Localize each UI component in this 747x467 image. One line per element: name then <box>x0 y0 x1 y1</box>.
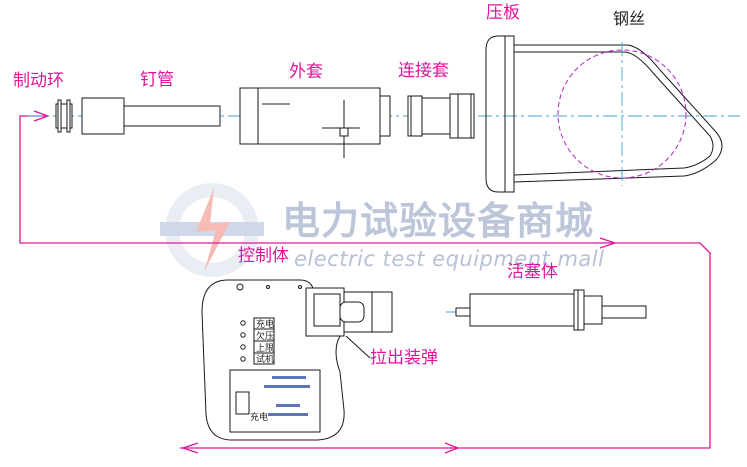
label-control-body: 控制体 <box>238 246 289 266</box>
steel-wire-part <box>557 42 687 186</box>
indicator-upper-limit: 上限 <box>256 343 274 354</box>
label-steel-wire: 钢丝 <box>613 9 646 28</box>
pull-load-pointer <box>345 335 371 359</box>
label-brake-ring: 制动环 <box>13 71 64 91</box>
outer-sleeve-part <box>239 87 391 158</box>
label-nail-tube: 钉管 <box>140 70 174 90</box>
control-panel-labels: 充电 欠压 上限 试机 充电 <box>250 318 274 423</box>
label-piston-body: 活塞体 <box>507 262 558 282</box>
connector-sleeve-part <box>407 93 475 139</box>
label-pressure-plate: 压板 <box>486 3 520 23</box>
assembly-flow-loop <box>19 110 711 454</box>
control-body-part <box>201 279 393 441</box>
brake-ring-part <box>55 99 73 133</box>
indicator-undervoltage: 欠压 <box>256 330 274 342</box>
watermark-title: 电力试验设备商城 <box>282 199 595 243</box>
tiny-nameplate-text <box>264 376 310 416</box>
watermark-logo <box>160 183 264 277</box>
indicator-charge: 充电 <box>256 318 274 330</box>
label-connector-sleeve: 连接套 <box>398 61 449 81</box>
label-pull-load: 拉出装弹 <box>370 348 438 368</box>
label-outer-sleeve: 外套 <box>289 62 323 82</box>
watermark-subtitle: electric test equipment mall <box>294 247 605 271</box>
nail-tube-part <box>81 97 221 135</box>
indicator-test: 试机 <box>256 353 274 365</box>
pressure-plate-part <box>485 35 723 193</box>
charge-button-label: 充电 <box>250 411 268 423</box>
piston-body-part <box>446 289 647 331</box>
